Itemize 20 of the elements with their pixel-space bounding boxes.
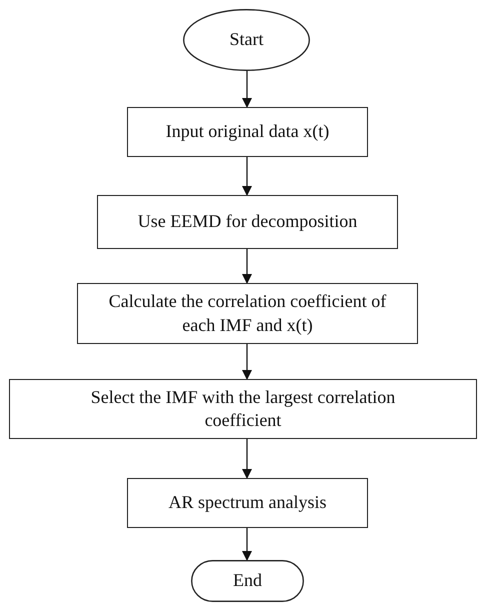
- arrow: [242, 528, 252, 561]
- process-box: [97, 195, 398, 249]
- node-text: Start: [230, 28, 264, 52]
- node-text: Use EEMD for decomposition: [138, 210, 358, 234]
- process-box: [127, 478, 368, 528]
- arrow: [242, 157, 252, 196]
- arrow: [242, 249, 252, 284]
- process-box: [9, 379, 477, 439]
- process-box: [77, 283, 418, 344]
- node-text: AR spectrum analysis: [168, 491, 326, 514]
- end-terminal: [191, 560, 304, 602]
- node-text: End: [233, 569, 262, 592]
- arrow: [242, 71, 252, 108]
- node-text: Input original data x(t): [166, 120, 330, 144]
- arrow: [242, 344, 252, 380]
- node-text: Select the IMF with the largest correlation coefficient: [90, 386, 396, 432]
- process-box: [127, 107, 368, 157]
- start-oval: [183, 9, 310, 71]
- arrow: [242, 439, 252, 479]
- node-text: Calculate the correlation coefficient of each IMF and x(t): [108, 290, 388, 337]
